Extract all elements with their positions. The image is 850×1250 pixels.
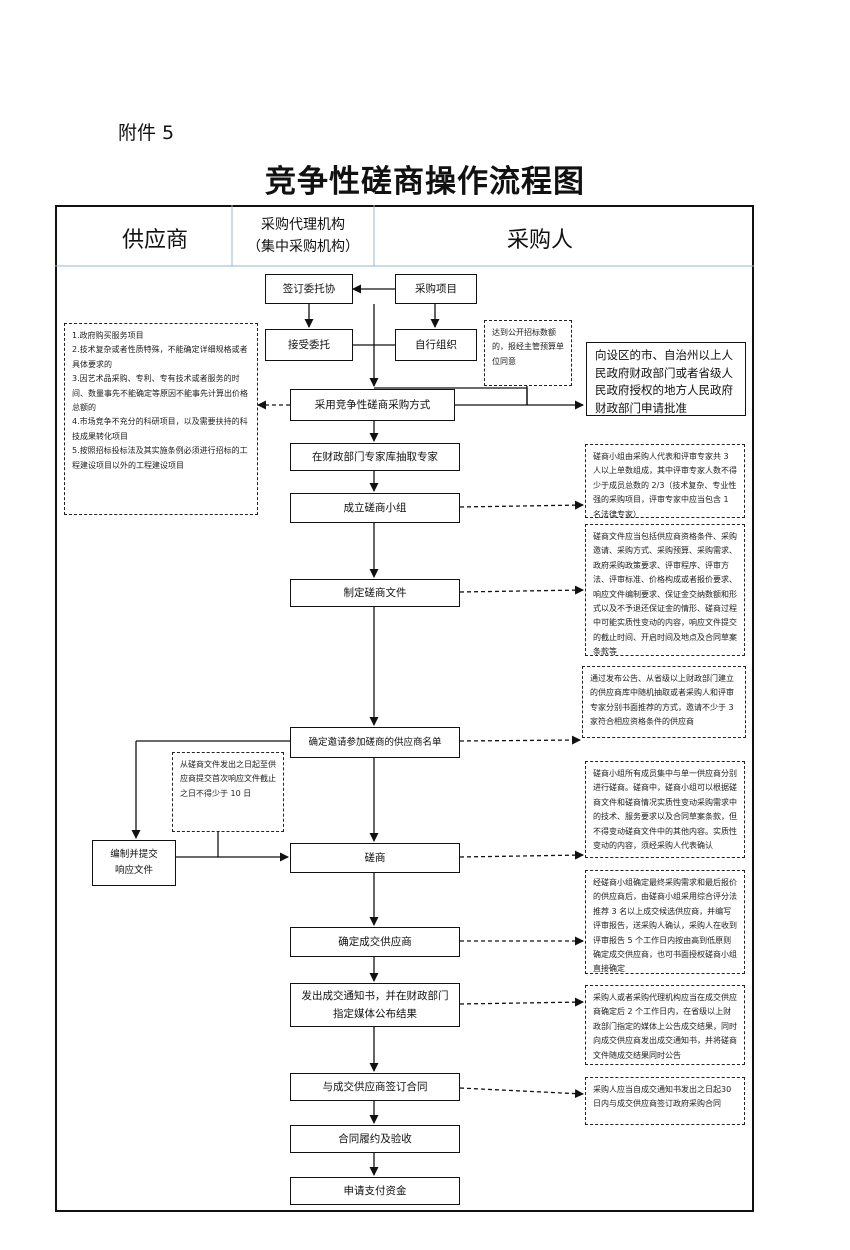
note-contract-rules: 采购人应当自成交通知书发出之日起30日内与成交供应商签订政府采购合同	[585, 1077, 745, 1125]
note-determine-rules: 经磋商小组确定最终采购需求和最后报价的供应商后，由磋商小组采用综合评分法推荐 3…	[585, 870, 745, 974]
column-header-buyer: 采购人	[506, 228, 573, 253]
page-title: 竞争性磋商操作流程图	[265, 164, 585, 200]
box-purchase-project: 采购项目	[395, 274, 477, 304]
box-form-team: 成立磋商小组	[290, 493, 460, 523]
box-accept-entrust: 接受委托	[265, 329, 353, 361]
column-header-agency: 采购代理机构 （集中采购机构）	[232, 214, 374, 258]
box-apply-payment: 申请支付资金	[290, 1177, 460, 1205]
note-approval: 向设区的市、自治州以上人民政府财政部门或者省级人民政府授权的地方人民政府财政部门…	[586, 342, 746, 416]
note-text: 经磋商小组确定最终采购需求和最后报价的供应商后，由磋商小组采用综合评分法推荐 3…	[593, 878, 737, 974]
note-notice-rules: 采购人或者采购代理机构应当在成交供应商确定后 2 个工作日内，在省级以上财政部门…	[585, 985, 745, 1065]
note-text: 采购人或者采购代理机构应当在成交供应商确定后 2 个工作日内，在省级以上财政部门…	[593, 993, 737, 1060]
attachment-label: 附件 5	[118, 122, 175, 144]
note-negotiate-rules: 磋商小组所有成员集中与单一供应商分别进行磋商。磋商中，磋商小组可以根据磋商文件和…	[585, 761, 745, 858]
agency-line-1: 采购代理机构	[261, 217, 345, 233]
note-text: 向设区的市、自治州以上人民政府财政部门或者省级人民政府授权的地方人民政府财政部门…	[595, 348, 733, 415]
applicable-item: 2.技术复杂或者性质特殊，不能确定详细规格或者具体要求的	[72, 345, 248, 369]
diagram-frame	[55, 205, 754, 1212]
note-doc-contents: 磋商文件应当包括供应商资格条件、采购邀请、采购方式、采购预算、采购需求、政府采购…	[585, 524, 745, 656]
note-tender-threshold: 达到公开招标数额的，报经主管预算单位同意	[484, 320, 572, 386]
box-sign-contract: 签订委托协	[265, 274, 353, 304]
note-response-deadline: 从磋商文件发出之日起至供应商提交首次响应文件截止之日不得少于 10 日	[172, 752, 284, 832]
applicable-item: 5.按照招标投标法及其实施条例必须进行招标的工程建设项目以外的工程建设项目	[72, 446, 248, 470]
box-prepare-response: 编制并提交响应文件	[92, 840, 176, 886]
applicable-item: 3.因艺术品采购、专利、专有技术或者服务的时间、数量事先不能确定等原因不能事先计…	[72, 374, 248, 413]
note-text: 磋商小组由采购人代表和评审专家共 3 人以上单数组成，其中评审专家人数不得少于成…	[593, 452, 737, 519]
box-invite-list: 确定邀请参加磋商的供应商名单	[290, 727, 460, 758]
note-text: 磋商文件应当包括供应商资格条件、采购邀请、采购方式、采购预算、采购需求、政府采购…	[593, 532, 737, 657]
applicable-item: 4.市场竞争不充分的科研项目，以及需要扶持的科技成果转化项目	[72, 417, 248, 441]
box-self-organize: 自行组织	[395, 329, 477, 361]
note-text: 采购人应当自成交通知书发出之日起30日内与成交供应商签订政府采购合同	[593, 1085, 732, 1109]
note-text: 通过发布公告、从省级以上财政部门建立的供应商库中随机抽取或者采购人和评审专家分别…	[590, 674, 734, 727]
box-issue-notice: 发出成交通知书，并在财政部门指定媒体公布结果	[290, 983, 460, 1027]
note-text: 磋商小组所有成员集中与单一供应商分别进行磋商。磋商中，磋商小组可以根据磋商文件和…	[593, 769, 737, 851]
applicable-item: 1.政府购买服务项目	[72, 331, 144, 340]
agency-line-2: （集中采购机构）	[247, 239, 359, 255]
note-text: 达到公开招标数额的，报经主管预算单位同意	[492, 328, 564, 366]
box-determine-supplier: 确定成交供应商	[290, 927, 460, 957]
note-text: 从磋商文件发出之日起至供应商提交首次响应文件截止之日不得少于 10 日	[180, 760, 276, 798]
box-sign-with-supplier: 与成交供应商签订合同	[290, 1073, 460, 1101]
box-perform-accept: 合同履约及验收	[290, 1125, 460, 1153]
box-adopt-method: 采用竞争性磋商采购方式	[290, 389, 455, 421]
box-draw-experts: 在财政部门专家库抽取专家	[290, 443, 460, 471]
column-header-supplier: 供应商	[121, 228, 188, 253]
note-team-composition: 磋商小组由采购人代表和评审专家共 3 人以上单数组成，其中评审专家人数不得少于成…	[585, 444, 745, 519]
box-negotiate: 磋商	[290, 843, 460, 873]
box-draft-docs: 制定磋商文件	[290, 579, 460, 607]
note-applicable-items: 1.政府购买服务项目 2.技术复杂或者性质特殊，不能确定详细规格或者具体要求的 …	[64, 323, 258, 515]
note-invite-method: 通过发布公告、从省级以上财政部门建立的供应商库中随机抽取或者采购人和评审专家分别…	[582, 666, 746, 738]
